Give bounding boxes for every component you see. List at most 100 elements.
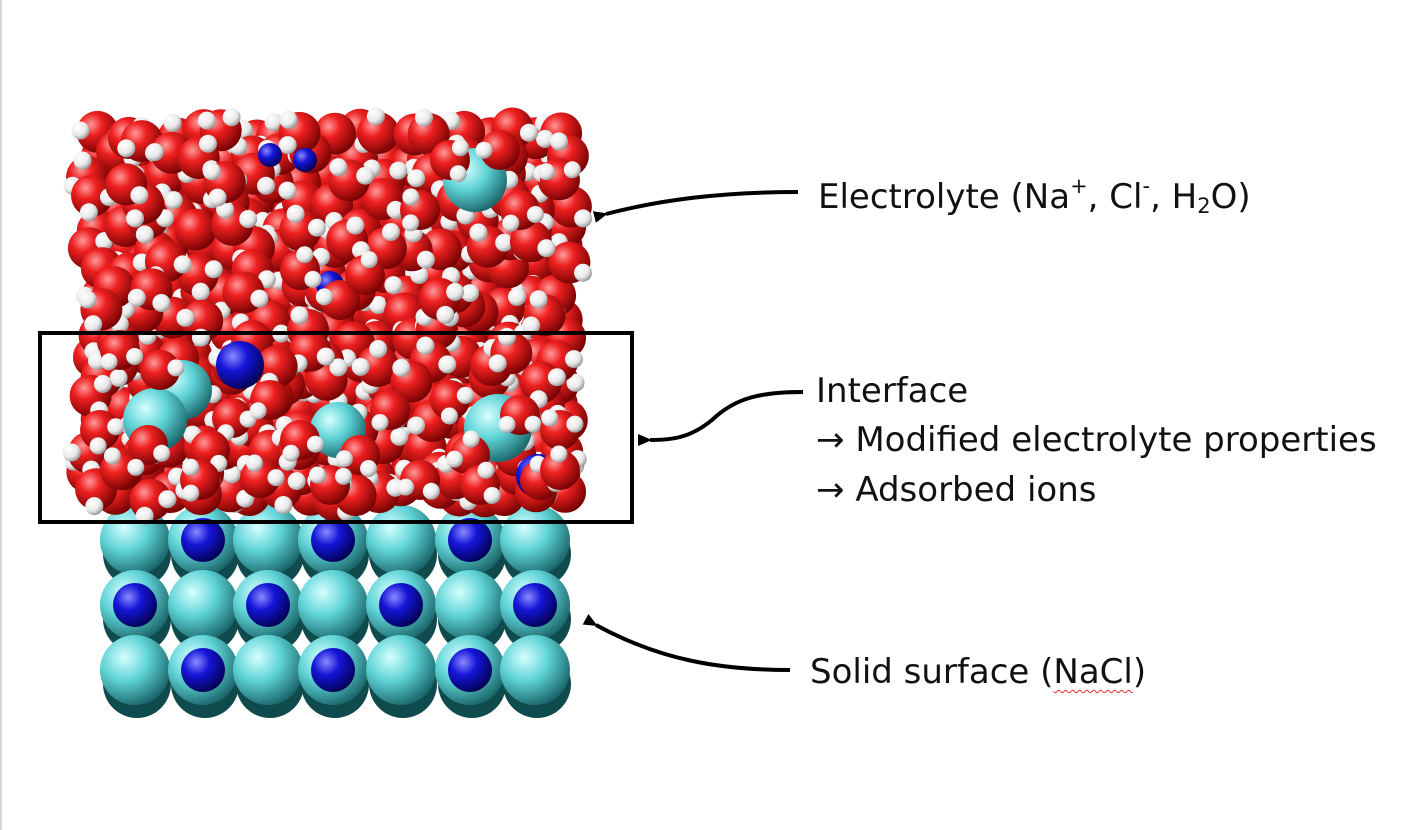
sodium-ion bbox=[181, 648, 225, 692]
slide-left-border bbox=[0, 0, 2, 830]
water-hydrogen bbox=[279, 110, 298, 129]
solid-surface-arrow bbox=[582, 613, 791, 672]
chloride-charge: - bbox=[1142, 174, 1151, 198]
water-hydrogen bbox=[78, 290, 97, 309]
water-hydrogen bbox=[290, 306, 309, 325]
water-hydrogen bbox=[356, 166, 375, 185]
water-hydrogen bbox=[257, 176, 275, 195]
water-hydrogen bbox=[529, 290, 548, 309]
water-hydrogen bbox=[62, 443, 81, 462]
water-hydrogen bbox=[329, 158, 348, 177]
water-oxygen bbox=[71, 174, 113, 217]
water-hydrogen bbox=[152, 294, 171, 312]
right-arrow-icon: → bbox=[816, 470, 845, 510]
sodium-ion bbox=[181, 518, 225, 562]
chloride-ion bbox=[500, 505, 570, 575]
water-hydrogen bbox=[566, 373, 585, 392]
water-hydrogen bbox=[386, 200, 405, 219]
chloride-ion bbox=[500, 635, 570, 705]
water-hydrogen bbox=[117, 139, 136, 158]
water-hydrogen bbox=[164, 191, 183, 210]
interface-arrow bbox=[637, 390, 804, 447]
water-hydrogen bbox=[566, 415, 584, 433]
water-hydrogen bbox=[498, 416, 516, 433]
water-hydrogen bbox=[304, 270, 322, 288]
water-hydrogen bbox=[537, 239, 556, 258]
water-hydrogen bbox=[541, 409, 559, 427]
water-hydrogen bbox=[335, 467, 352, 485]
water-hydrogen bbox=[519, 123, 538, 142]
chloride-ion bbox=[100, 635, 170, 705]
water-oxygen bbox=[80, 410, 120, 450]
water-hydrogen bbox=[100, 353, 118, 371]
water-hydrogen bbox=[126, 348, 144, 365]
water-hydrogen bbox=[182, 484, 200, 502]
water-oxygen bbox=[356, 345, 399, 387]
sodium-ion bbox=[448, 518, 492, 562]
sodium-charge: + bbox=[1070, 174, 1088, 198]
sodium-ion bbox=[448, 648, 492, 692]
sodium-ion bbox=[513, 583, 557, 627]
water-hydrogen bbox=[89, 437, 107, 455]
water-hydrogen bbox=[461, 284, 479, 303]
water-hydrogen bbox=[274, 496, 293, 514]
water-hydrogen bbox=[502, 214, 520, 232]
water-hydrogen bbox=[249, 402, 267, 420]
water-hydrogen bbox=[574, 209, 593, 228]
water-hydrogen bbox=[84, 315, 103, 334]
water-hydrogen bbox=[563, 161, 581, 179]
water-hydrogen bbox=[85, 497, 104, 516]
water-hydrogen bbox=[191, 282, 210, 301]
water-hydrogen bbox=[536, 129, 554, 148]
water-hydrogen bbox=[173, 255, 192, 274]
water-hydrogen bbox=[250, 289, 269, 308]
water-hydrogen bbox=[415, 108, 433, 127]
chloride-ion bbox=[233, 505, 303, 575]
water-hydrogen bbox=[550, 132, 568, 151]
water-hydrogen bbox=[199, 134, 217, 153]
water-hydrogen bbox=[204, 260, 223, 279]
electrolyte-label: Electrolyte (Na+, Cl-, H2O) bbox=[818, 176, 1251, 217]
water-hydrogen bbox=[508, 287, 526, 306]
water-hydrogen bbox=[524, 415, 542, 433]
water-hydrogen bbox=[371, 414, 389, 431]
water-hydrogen bbox=[158, 490, 177, 509]
interface-highlight-frame bbox=[38, 331, 634, 524]
sodium-ion bbox=[311, 518, 355, 562]
water-hydrogen bbox=[145, 143, 164, 162]
chloride-ion bbox=[366, 635, 436, 705]
water-hydrogen bbox=[182, 458, 200, 476]
sodium-ion bbox=[311, 648, 355, 692]
water-hydrogen bbox=[462, 430, 480, 448]
water-hydrogen bbox=[267, 469, 285, 487]
interface-point-2-text: Adsorbed ions bbox=[855, 470, 1097, 510]
sodium-ion bbox=[246, 583, 290, 627]
water-hydrogen bbox=[176, 308, 195, 327]
water-hydrogen bbox=[278, 181, 297, 200]
water-hydrogen bbox=[402, 188, 420, 206]
water-hydrogen bbox=[127, 458, 145, 476]
sodium-ion bbox=[258, 143, 282, 167]
water-hydrogen bbox=[402, 214, 420, 232]
water-oxygen bbox=[320, 280, 360, 320]
water-oxygen bbox=[480, 130, 520, 170]
water-hydrogen bbox=[93, 375, 112, 393]
water-hydrogen bbox=[103, 447, 121, 465]
water-hydrogen bbox=[475, 141, 493, 159]
water-hydrogen bbox=[360, 251, 378, 269]
interface-point-1: → Modified electrolyte properties bbox=[816, 423, 1377, 457]
interface-point-2: → Adsorbed ions bbox=[816, 473, 1096, 507]
hydrogen-subscript: 2 bbox=[1197, 194, 1211, 218]
water-hydrogen bbox=[390, 427, 409, 446]
water-hydrogen bbox=[197, 111, 216, 130]
solid-surface-compound: NaCl bbox=[1053, 652, 1133, 692]
water-hydrogen bbox=[369, 296, 388, 314]
water-hydrogen bbox=[126, 209, 144, 228]
water-hydrogen bbox=[469, 223, 488, 242]
water-hydrogen bbox=[135, 225, 154, 244]
water-hydrogen bbox=[537, 163, 555, 181]
water-hydrogen bbox=[360, 460, 377, 477]
water-hydrogen bbox=[335, 450, 353, 468]
water-hydrogen bbox=[316, 347, 335, 366]
water-hydrogen bbox=[574, 263, 592, 282]
